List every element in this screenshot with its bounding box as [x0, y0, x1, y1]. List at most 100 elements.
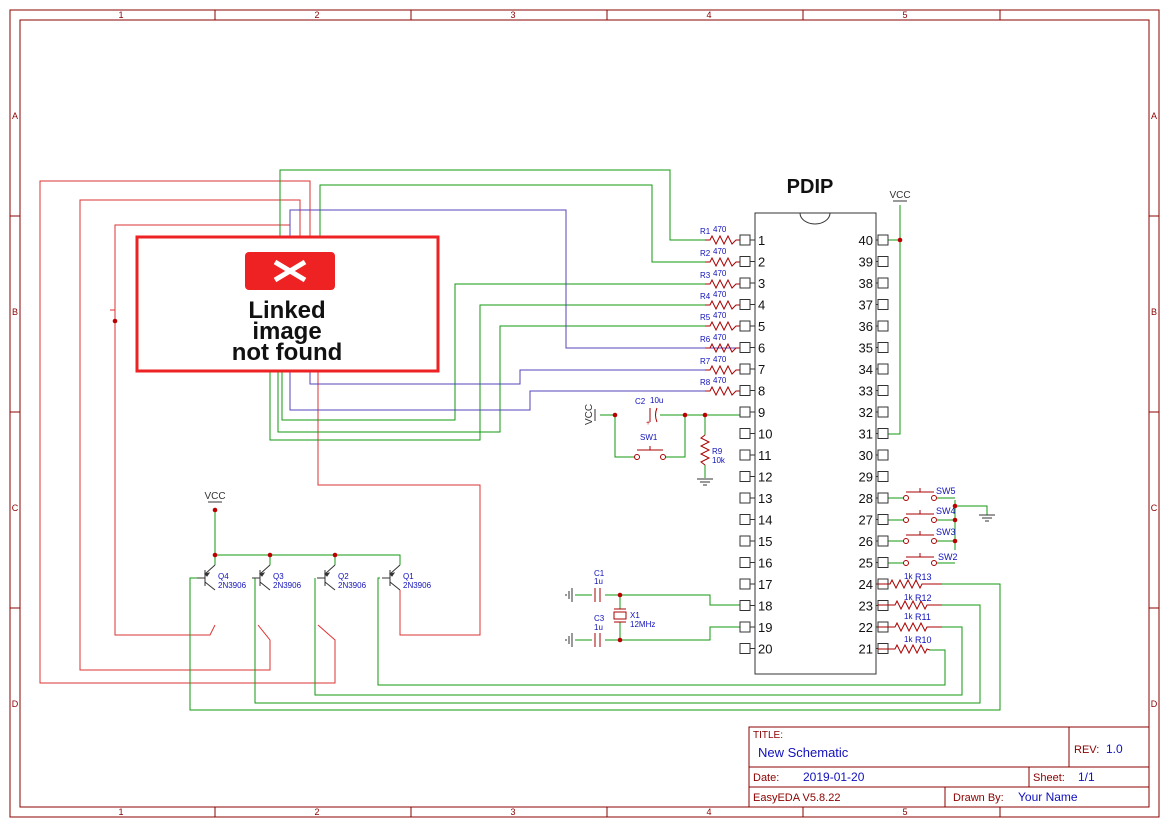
ic-pin-pad-left: [739, 514, 751, 525]
resistor-r9: [699, 434, 711, 466]
switch-label: SW3: [936, 527, 956, 537]
resistor-value: 470: [713, 290, 727, 299]
transistor-part: 2N3906: [218, 581, 247, 590]
ic-pin-pad-right: [877, 256, 889, 267]
resistor-name: R5: [700, 313, 711, 322]
ic-pin-pad-right: [877, 234, 889, 246]
ic-pin-pad-left: [739, 557, 751, 568]
switch-labels: SW5 SW4 SW3 SW2: [936, 486, 958, 562]
ic-pin-number-left: 12: [758, 470, 772, 485]
ic-pin-pad-left: [739, 449, 751, 461]
date-value: 2019-01-20: [803, 770, 865, 784]
resistor-value: 470: [713, 269, 727, 278]
ic-body: [754, 212, 877, 675]
ic-pin-pad-left: [739, 385, 751, 396]
resistor-name: R2: [700, 249, 711, 258]
ic-package-label: PDIP: [787, 176, 834, 198]
vcc-transistors: VCC: [204, 491, 226, 503]
row-label-left: D: [12, 699, 19, 709]
ic-pin-number-left: 2: [758, 255, 765, 270]
switch-sw2: [903, 553, 937, 566]
vcc-ic: VCC: [889, 190, 911, 202]
ic-pin-pad-left: [739, 299, 751, 310]
ic-pin-number-left: 11: [758, 448, 772, 463]
ic-pin-pad-right: [877, 320, 889, 332]
pushbutton-switches: [903, 488, 937, 566]
date-label: Date:: [753, 772, 779, 784]
resistor-value: 470: [713, 225, 727, 234]
ic-pin-pad-left: [739, 471, 751, 482]
ic-pin-number-right: 35: [859, 341, 873, 356]
col-label-top: 1: [118, 10, 123, 20]
ic-pin-pad-right: [877, 299, 889, 310]
transistor-name: Q2: [338, 572, 349, 581]
ic-pin-number-right: 32: [859, 405, 873, 420]
ic-pin-number-right: 24: [859, 577, 873, 592]
resistor-r12: [878, 599, 942, 611]
rev-label: REV:: [1074, 744, 1099, 756]
rev-value: 1.0: [1106, 742, 1123, 756]
missing-image-line: not found: [232, 339, 343, 366]
row-label-left: B: [12, 307, 18, 317]
ic-pin-number-right: 26: [859, 534, 873, 549]
resistor-name: R13: [915, 572, 932, 582]
transistor-part: 2N3906: [338, 581, 367, 590]
resistor-name: R10: [915, 635, 932, 645]
ic-pin-number-left: 3: [758, 276, 765, 291]
wires-purple: [289, 209, 740, 411]
sheet-value: 1/1: [1078, 770, 1095, 784]
resistor-value: 470: [713, 355, 727, 364]
ic-pin-number-left: 4: [758, 298, 765, 313]
ic-pin-number-right: 39: [859, 255, 873, 270]
resistor-name: R6: [700, 335, 711, 344]
resistor-value: 1k: [904, 572, 913, 581]
cap-value: 1u: [594, 577, 603, 586]
ic-pin-pad-right: [877, 428, 889, 439]
ic-pin-number-left: 5: [758, 319, 765, 334]
ic-pin-number-right: 38: [859, 276, 873, 291]
resistor-value: 1k: [904, 612, 913, 621]
ic-pin-number-left: 7: [758, 362, 765, 377]
ic-pin-pad-left: [739, 492, 751, 504]
switch-label: SW1: [640, 433, 658, 442]
transistor-name: Q3: [273, 572, 284, 581]
wires-green: [189, 169, 1001, 711]
ground-symbol: [697, 478, 713, 486]
switch-label: SW4: [936, 506, 956, 516]
row-label-right: C: [1151, 503, 1158, 513]
transistor-q2: [317, 564, 336, 591]
ic-pin-number-left: 18: [758, 599, 772, 614]
resistor-value: 1k: [904, 635, 913, 644]
transistor-name: Q4: [218, 572, 229, 581]
switch-sw4: [903, 510, 937, 523]
resistor-value: 470: [713, 333, 727, 342]
ic-pin-pad-right: [877, 471, 889, 482]
crystal-circuit: C1 1u C3 1u X1 12MHz: [565, 569, 655, 647]
missing-image-line: Linked: [248, 297, 325, 324]
ic-pin-pad-right: [877, 492, 889, 504]
resistor-name: R11: [915, 612, 931, 622]
ic-pin-number-right: 23: [859, 599, 873, 614]
switch-sw5: [903, 488, 937, 501]
resistor-r3: [705, 278, 740, 290]
ic-pin-number-right: 22: [859, 620, 873, 635]
cap-value: 1u: [594, 623, 603, 632]
ic-pin-number-right: 25: [859, 556, 873, 571]
drawn-by-label: Drawn By:: [953, 792, 1004, 804]
vcc-label: VCC: [584, 404, 595, 425]
resistor-r6: [705, 342, 740, 354]
ic-pin-number-left: 16: [758, 556, 772, 571]
resistor-name: R12: [915, 593, 932, 603]
resistor-value: 10k: [712, 456, 726, 465]
ic-pin-number-right: 31: [859, 427, 873, 442]
transistor-part: 2N3906: [403, 581, 432, 590]
transistor-q4: [197, 564, 216, 591]
ic-pin-number-left: 1: [758, 233, 765, 248]
missing-image-placeholder: Linked image not found: [135, 235, 440, 373]
resistor-name: R8: [700, 378, 711, 387]
resistor-r8: [705, 385, 740, 397]
transistor-part: 2N3906: [273, 581, 302, 590]
ic-pin-pad-left: [739, 578, 751, 590]
resistor-name: R9: [712, 447, 723, 456]
